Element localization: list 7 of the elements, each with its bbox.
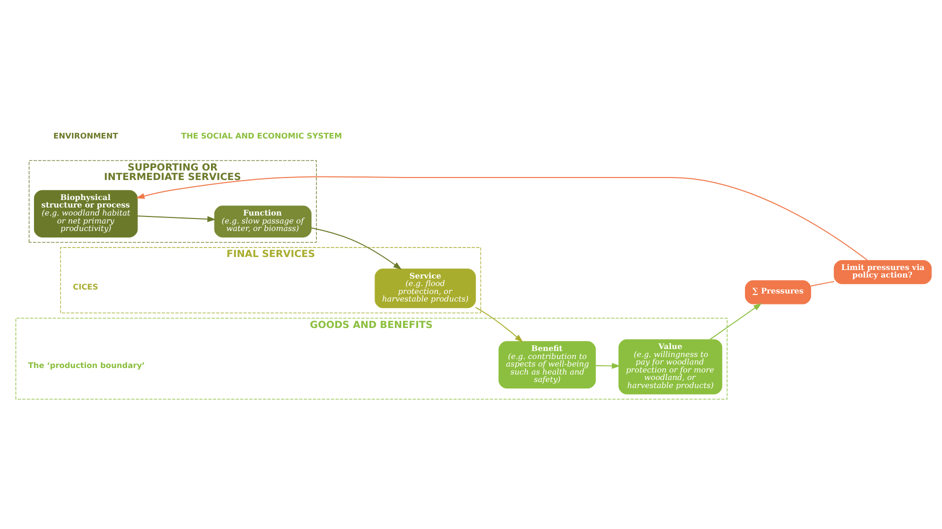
arrow bbox=[137, 215, 216, 222]
arrow bbox=[710, 302, 762, 340]
arrow bbox=[310, 226, 402, 270]
arrow bbox=[595, 362, 620, 368]
arrow bbox=[475, 306, 524, 342]
connector bbox=[810, 280, 834, 286]
arrow bbox=[136, 176, 868, 260]
